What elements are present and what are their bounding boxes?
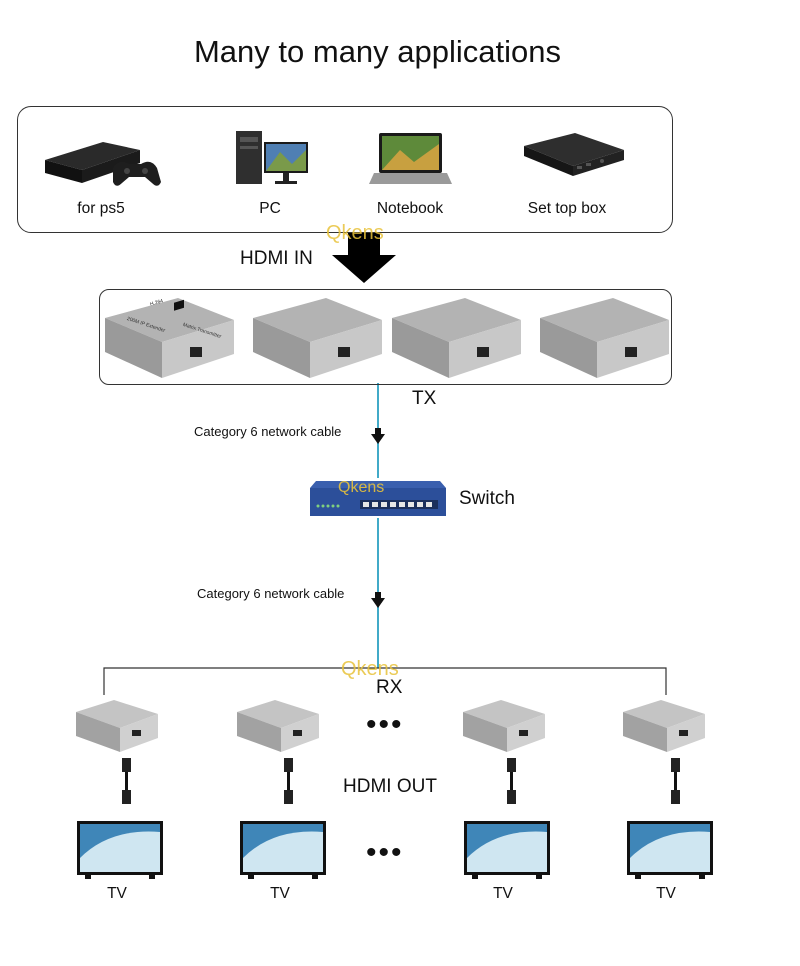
transmitter-unit	[540, 298, 669, 378]
rx-label: RX	[376, 677, 403, 698]
tv-label: TV	[270, 885, 290, 902]
tx-label: TX	[412, 388, 437, 409]
hdmi-in-label: HDMI IN	[240, 248, 313, 269]
rx-distribution-line	[103, 667, 667, 695]
down-arrow-icon	[371, 598, 385, 608]
hdmi-out-label: HDMI OUT	[343, 776, 437, 797]
network-switch-icon	[310, 481, 446, 516]
receiver-unit	[237, 700, 319, 752]
page-title: Many to many applications	[193, 34, 562, 69]
source-devices-panel	[17, 106, 673, 233]
tv-icon	[464, 821, 550, 879]
hdmi-cable-icon	[507, 758, 516, 804]
source-label-notebook: Notebook	[376, 200, 444, 217]
switch-brand: Qkens	[338, 479, 385, 496]
transmitter-panel	[99, 289, 672, 385]
transmitter-unit	[253, 298, 382, 378]
cable-label-top: Category 6 network cable	[194, 424, 342, 439]
down-arrow-icon	[371, 434, 385, 444]
hdmi-cable-icon	[284, 758, 293, 804]
tv-label: TV	[493, 885, 513, 902]
ps5-console-icon	[45, 142, 161, 186]
tv-label: TV	[107, 885, 127, 902]
tv-label: TV	[656, 885, 676, 902]
receiver-unit	[463, 700, 545, 752]
tv-icon	[627, 821, 713, 879]
source-label-ps5: for ps5	[77, 200, 125, 217]
transmitter-unit	[392, 298, 521, 378]
hdmi-in-arrow-icon	[332, 233, 396, 283]
watermark: Qkens	[326, 222, 384, 244]
set-top-box-icon	[524, 133, 624, 176]
receiver-unit	[623, 700, 705, 752]
hdmi-cable-icon	[122, 758, 131, 804]
receiver-unit	[76, 700, 158, 752]
source-label-pc: PC	[259, 200, 281, 217]
notebook-icon	[369, 133, 452, 184]
more-receivers-ellipsis: •••	[366, 708, 404, 741]
hdmi-cable-icon	[671, 758, 680, 804]
pc-tower-icon	[236, 131, 308, 184]
switch-label: Switch	[459, 488, 515, 509]
source-label-set-top-box: Set top box	[527, 200, 607, 217]
transmitter-unit	[105, 298, 234, 378]
tv-icon	[77, 821, 163, 879]
cable-label-bottom: Category 6 network cable	[197, 586, 345, 601]
more-tvs-ellipsis: •••	[366, 836, 404, 869]
watermark: Qkens	[341, 658, 399, 680]
tv-icon	[240, 821, 326, 879]
